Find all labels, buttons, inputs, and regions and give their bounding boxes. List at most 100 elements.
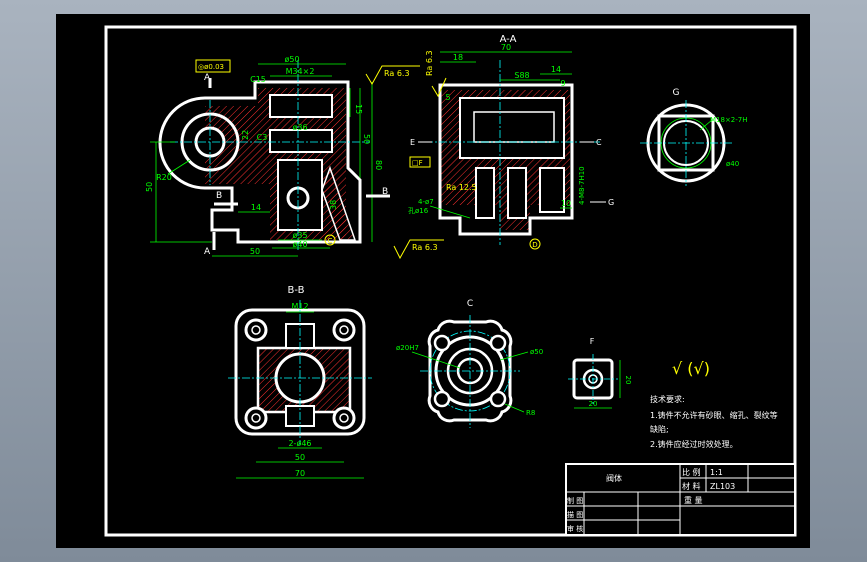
view-f-dim-h: 20 <box>624 376 632 385</box>
view-c-dim-r8: R8 <box>526 409 535 417</box>
title-scale-value: 1:1 <box>710 468 723 477</box>
view-f-dim-w: 20 <box>589 400 598 408</box>
aa-dim-18: 18 <box>453 53 463 62</box>
aa-marker-e: E <box>410 138 415 147</box>
view-c: C ø20H7 ø50 R8 <box>396 299 543 428</box>
aa-dim-holes2: 孔ø16 <box>408 207 429 215</box>
view-c-leader-r8 <box>504 403 525 413</box>
dim-15-side: 15 <box>354 104 363 114</box>
bb-dim-50: 50 <box>295 453 305 462</box>
view-c-bolt-tr <box>489 334 507 352</box>
dim-d36: ø36 <box>292 123 307 132</box>
title-part-name: 阀体 <box>606 473 622 483</box>
aa-dim-14: 14 <box>551 65 561 74</box>
dim-d50-top: ø50 <box>284 55 299 64</box>
view-g-dim-thread: M18×2-7H <box>710 116 748 124</box>
aa-dim-9: 9 <box>560 79 565 88</box>
view-c-leader-d50 <box>499 351 529 361</box>
section-b-right-label: B <box>382 187 388 197</box>
aa-marker-d-circle <box>529 238 541 250</box>
aa-roughness-mid: Ra 12.5 <box>446 183 477 192</box>
notes-line-2: 2.铸件应经过时效处理。 <box>650 439 738 449</box>
dim-c3: C3 <box>257 133 268 142</box>
aa-dim-5: 5 <box>445 93 450 102</box>
notes-line-1b: 缺陷; <box>650 424 669 434</box>
tolerance-label: ◎ø0.03 <box>198 63 224 71</box>
title-checked-label: 描 图 <box>567 510 583 519</box>
notes-title: 技术要求: <box>650 394 685 404</box>
title-approved-label: 审 核 <box>567 524 583 533</box>
view-g-dim-d40: ø40 <box>726 160 739 168</box>
main-boss-outline <box>158 96 206 190</box>
section-bb-view: B-B M12 2-ø46 50 <box>228 285 372 479</box>
aa-roughness-mark <box>431 77 447 98</box>
main-view-outline <box>205 80 362 244</box>
bb-bolt-inner-tr <box>339 325 349 335</box>
bb-dim-m12: M12 <box>291 302 308 311</box>
section-aa-outline <box>438 83 574 236</box>
title-material-value: ZL103 <box>710 482 735 491</box>
section-aa-thread-hole <box>539 167 565 213</box>
title-weight-label: 重 量 <box>684 495 703 505</box>
marker-c-label: C <box>328 237 333 245</box>
aa-leader-holes <box>429 205 471 219</box>
aa-dim-holes: 4-ø7 <box>418 198 434 206</box>
roughness-top-label: Ra 6.3 <box>384 69 410 78</box>
bb-dim-46: 2-ø46 <box>288 439 311 448</box>
view-c-bolt-bl <box>433 390 451 408</box>
bb-bolt-inner-br <box>339 413 349 423</box>
main-cavity-top <box>269 94 333 118</box>
dim-50-bottom: 50 <box>250 247 260 256</box>
section-aa-view: A-A 70 18 S88 14 9 5 10 4-M8-7H10 <box>408 34 614 250</box>
dim-80-side: 80 <box>374 160 383 170</box>
dim-14: 14 <box>251 203 261 212</box>
view-c-bolt-tl <box>433 334 451 352</box>
section-aa-title: A-A <box>500 34 517 45</box>
aa-dim-s88: S88 <box>514 71 529 80</box>
leader-r20 <box>167 159 191 175</box>
dim-r20: R20 <box>156 173 172 182</box>
aa-marker-g: G <box>608 198 614 207</box>
aa-roughness-top: Ra 6.3 <box>425 50 434 76</box>
view-f-title: F <box>590 337 595 346</box>
bb-bolt-hole-br <box>332 406 356 430</box>
aa-dim-thread: 4-M8-7H10 <box>578 166 586 205</box>
title-block: 阀体 比 例 1:1 材 料 ZL103 重 量 制 图 描 图 审 核 <box>565 463 796 536</box>
view-c-title: C <box>467 299 473 309</box>
main-view: ø50 M34×2 C15 15 50 80 22 C3 ø36 R20 50 … <box>145 55 444 260</box>
roughness-general-symbol: √ (√) <box>672 359 710 378</box>
bb-bolt-inner-bl <box>251 413 261 423</box>
tolerance-frame <box>195 59 231 73</box>
main-cavity-mid <box>269 129 333 153</box>
aa-datum-box <box>409 156 431 168</box>
aa-dim-10: 10 <box>561 199 571 208</box>
roughness-bottom-label: Ra 6.3 <box>412 243 438 252</box>
view-c-dim-d50: ø50 <box>530 348 543 356</box>
section-a-bottom-label: A <box>204 247 211 257</box>
bb-dim-70: 70 <box>295 469 305 478</box>
section-b-left-label: B <box>216 191 222 201</box>
notes-line-1: 1.铸件不允许有砂眼、缩孔、裂纹等 <box>650 410 778 420</box>
roughness-mark-top <box>365 65 420 85</box>
dim-d35: ø35 <box>292 231 307 240</box>
view-c-dim-d20: ø20H7 <box>396 344 419 352</box>
view-g: G M18×2-7H ø40 <box>640 88 748 186</box>
title-scale-label: 比 例 <box>682 467 701 477</box>
bb-bolt-hole-tl <box>244 318 268 342</box>
aa-datum-f: □F <box>412 159 423 167</box>
roughness-mark-bottom <box>393 239 444 260</box>
section-aa-lower-slot2 <box>507 167 527 219</box>
bb-bolt-hole-bl <box>244 406 268 430</box>
bb-bolt-inner-tl <box>251 325 261 335</box>
dim-m34: M34×2 <box>286 67 315 76</box>
view-g-leader <box>699 119 713 131</box>
section-aa-lower-slot <box>475 167 495 219</box>
title-drawn-label: 制 图 <box>567 496 583 505</box>
view-c-bolt-br <box>489 390 507 408</box>
aa-marker-c: C <box>596 138 602 147</box>
title-material-label: 材 料 <box>682 481 701 491</box>
dim-22: 22 <box>241 130 250 140</box>
view-f: F 20 20 <box>568 337 632 409</box>
section-a-top-label: A <box>204 73 211 83</box>
